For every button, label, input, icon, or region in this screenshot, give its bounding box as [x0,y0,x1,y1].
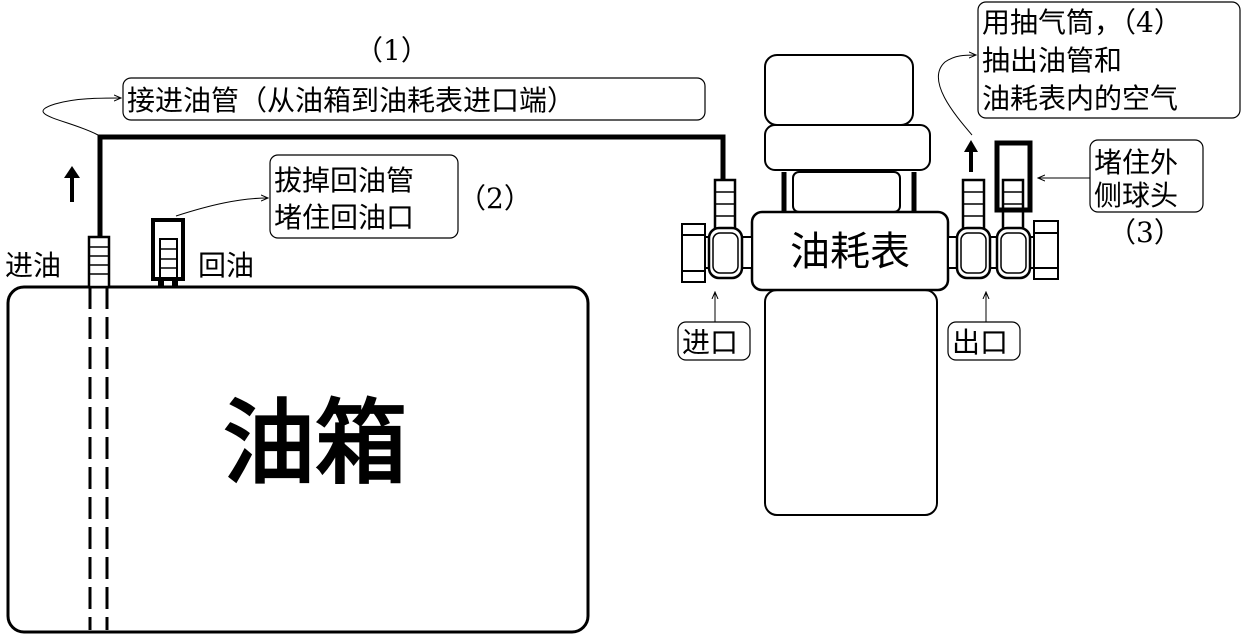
callout2-box [269,154,459,239]
callout4-line3: 油耗表内的空气 [982,82,1178,115]
meter-outlet-fitting [947,178,1059,280]
callout2-line1: 拔掉回油管 [274,164,414,197]
outer-ball-cap [994,140,1033,213]
tank-inlet-fitting [87,235,111,289]
inlet-label-box [677,321,751,361]
outlet-label-box [947,321,1021,361]
callout2-number: （2） [458,182,532,215]
callout1-box [122,77,706,121]
meter-label: 油耗表 [790,229,910,275]
fuel-inlet-hose [97,134,726,237]
tank-return-label: 回油 [198,249,254,282]
callout3-line1: 堵住外 [1094,146,1178,179]
fuel-tank: 油箱 [6,285,590,634]
callout4-line2: 抽出油管和 [982,44,1122,77]
tank-inlet-label: 进油 [5,249,61,282]
callout3-line2: 侧球头 [1094,179,1178,212]
callout1-text: 接进油管（从油箱到油耗表进口端） [127,84,575,117]
up-arrow-icon [64,166,80,202]
tank-label: 油箱 [223,389,407,497]
up-arrow-icon [964,140,978,172]
callout3-box [1089,139,1204,213]
meter-outlet-label: 出口 [952,326,1008,359]
callout4-pointer [937,55,976,136]
meter-inlet-label: 进口 [682,326,738,359]
callout3-number: （3） [1108,216,1182,249]
callout1-number: （1） [355,34,429,67]
callout4-line1: 用抽气筒，（4） [982,6,1182,39]
callout4-box [977,1,1241,119]
return-port-plug [151,218,185,287]
fuel-meter: 油耗表 [750,54,950,516]
meter-inlet-fitting [681,178,753,283]
callout1-pointer [42,98,121,136]
callout2-line2: 堵住回油口 [274,201,414,234]
callout2-pointer [175,198,268,217]
